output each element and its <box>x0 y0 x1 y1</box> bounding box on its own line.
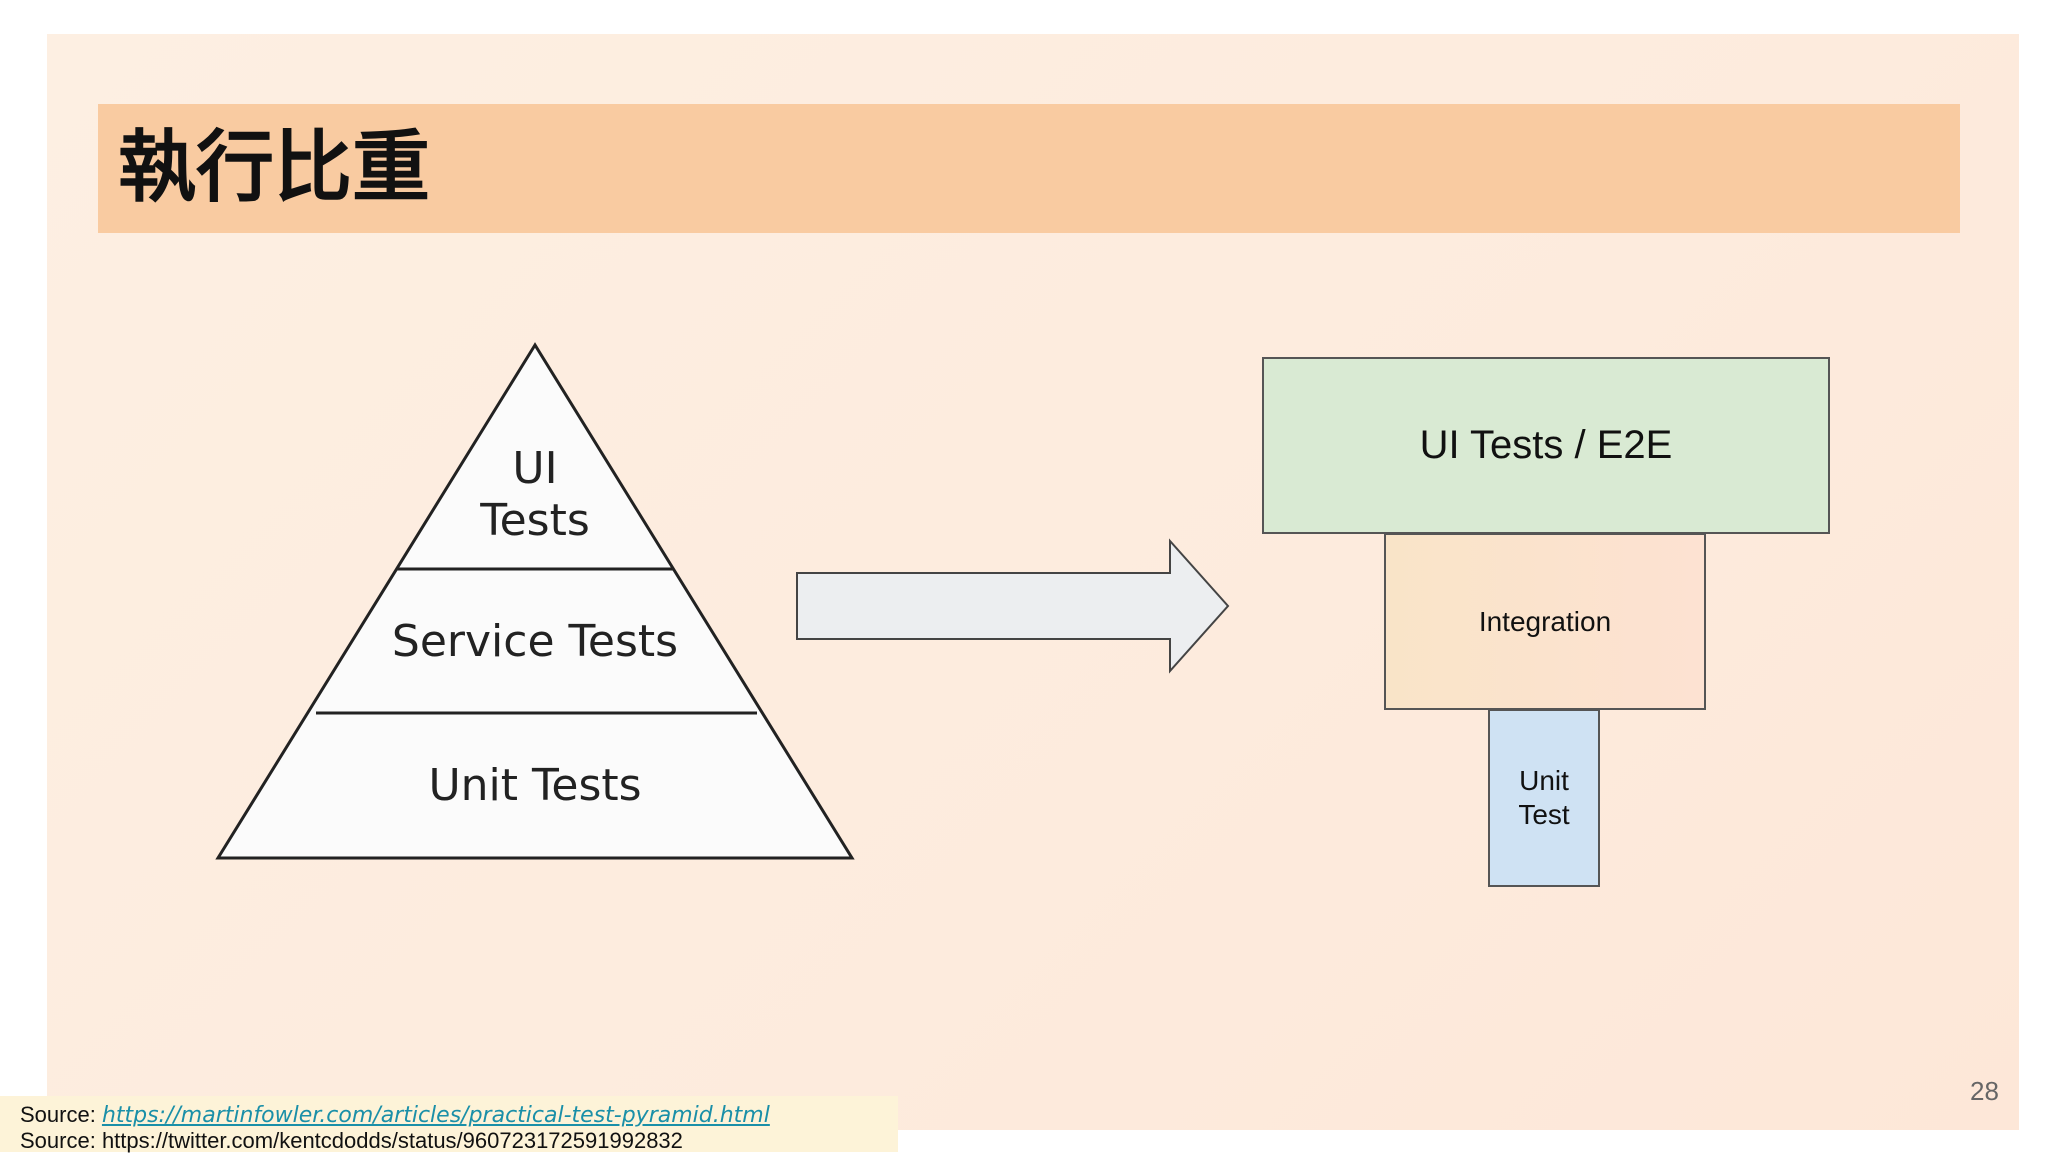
pyramid-ui-tests-label: UI Tests <box>480 443 590 546</box>
pyramid-outline <box>215 342 855 860</box>
ui-tests-e2e-label: UI Tests / E2E <box>1419 423 1673 467</box>
pyramid-service-tests-label: Service Tests <box>391 616 679 667</box>
source-line-2: Source: https://twitter.com/kentcdodds/s… <box>20 1128 683 1153</box>
pyramid-unit-tests-label: Unit Tests <box>428 760 642 811</box>
twitter-source-text: https://twitter.com/kentcdodds/status/96… <box>101 1128 683 1153</box>
martinfowler-link[interactable]: https://martinfowler.com/articles/practi… <box>101 1103 770 1128</box>
test-pyramid <box>215 342 855 860</box>
title-bar <box>98 104 1960 233</box>
unit-test-box: Unit Test <box>1488 709 1600 887</box>
source-footer: Source: https://martinfowler.com/article… <box>0 1096 898 1153</box>
unit-test-label-line2: Test <box>1518 799 1570 830</box>
ui-tests-e2e-box: UI Tests / E2E <box>1262 357 1830 534</box>
source-line-1: Source: https://martinfowler.com/article… <box>20 1102 770 1128</box>
unit-test-label-line1: Unit <box>1519 765 1569 796</box>
right-arrow-icon <box>796 538 1230 674</box>
integration-label: Integration <box>1478 605 1612 637</box>
integration-box: Integration <box>1384 533 1706 710</box>
page-number: 28 <box>1970 1076 1999 1106</box>
slide-title: 執行比重 <box>118 123 431 213</box>
